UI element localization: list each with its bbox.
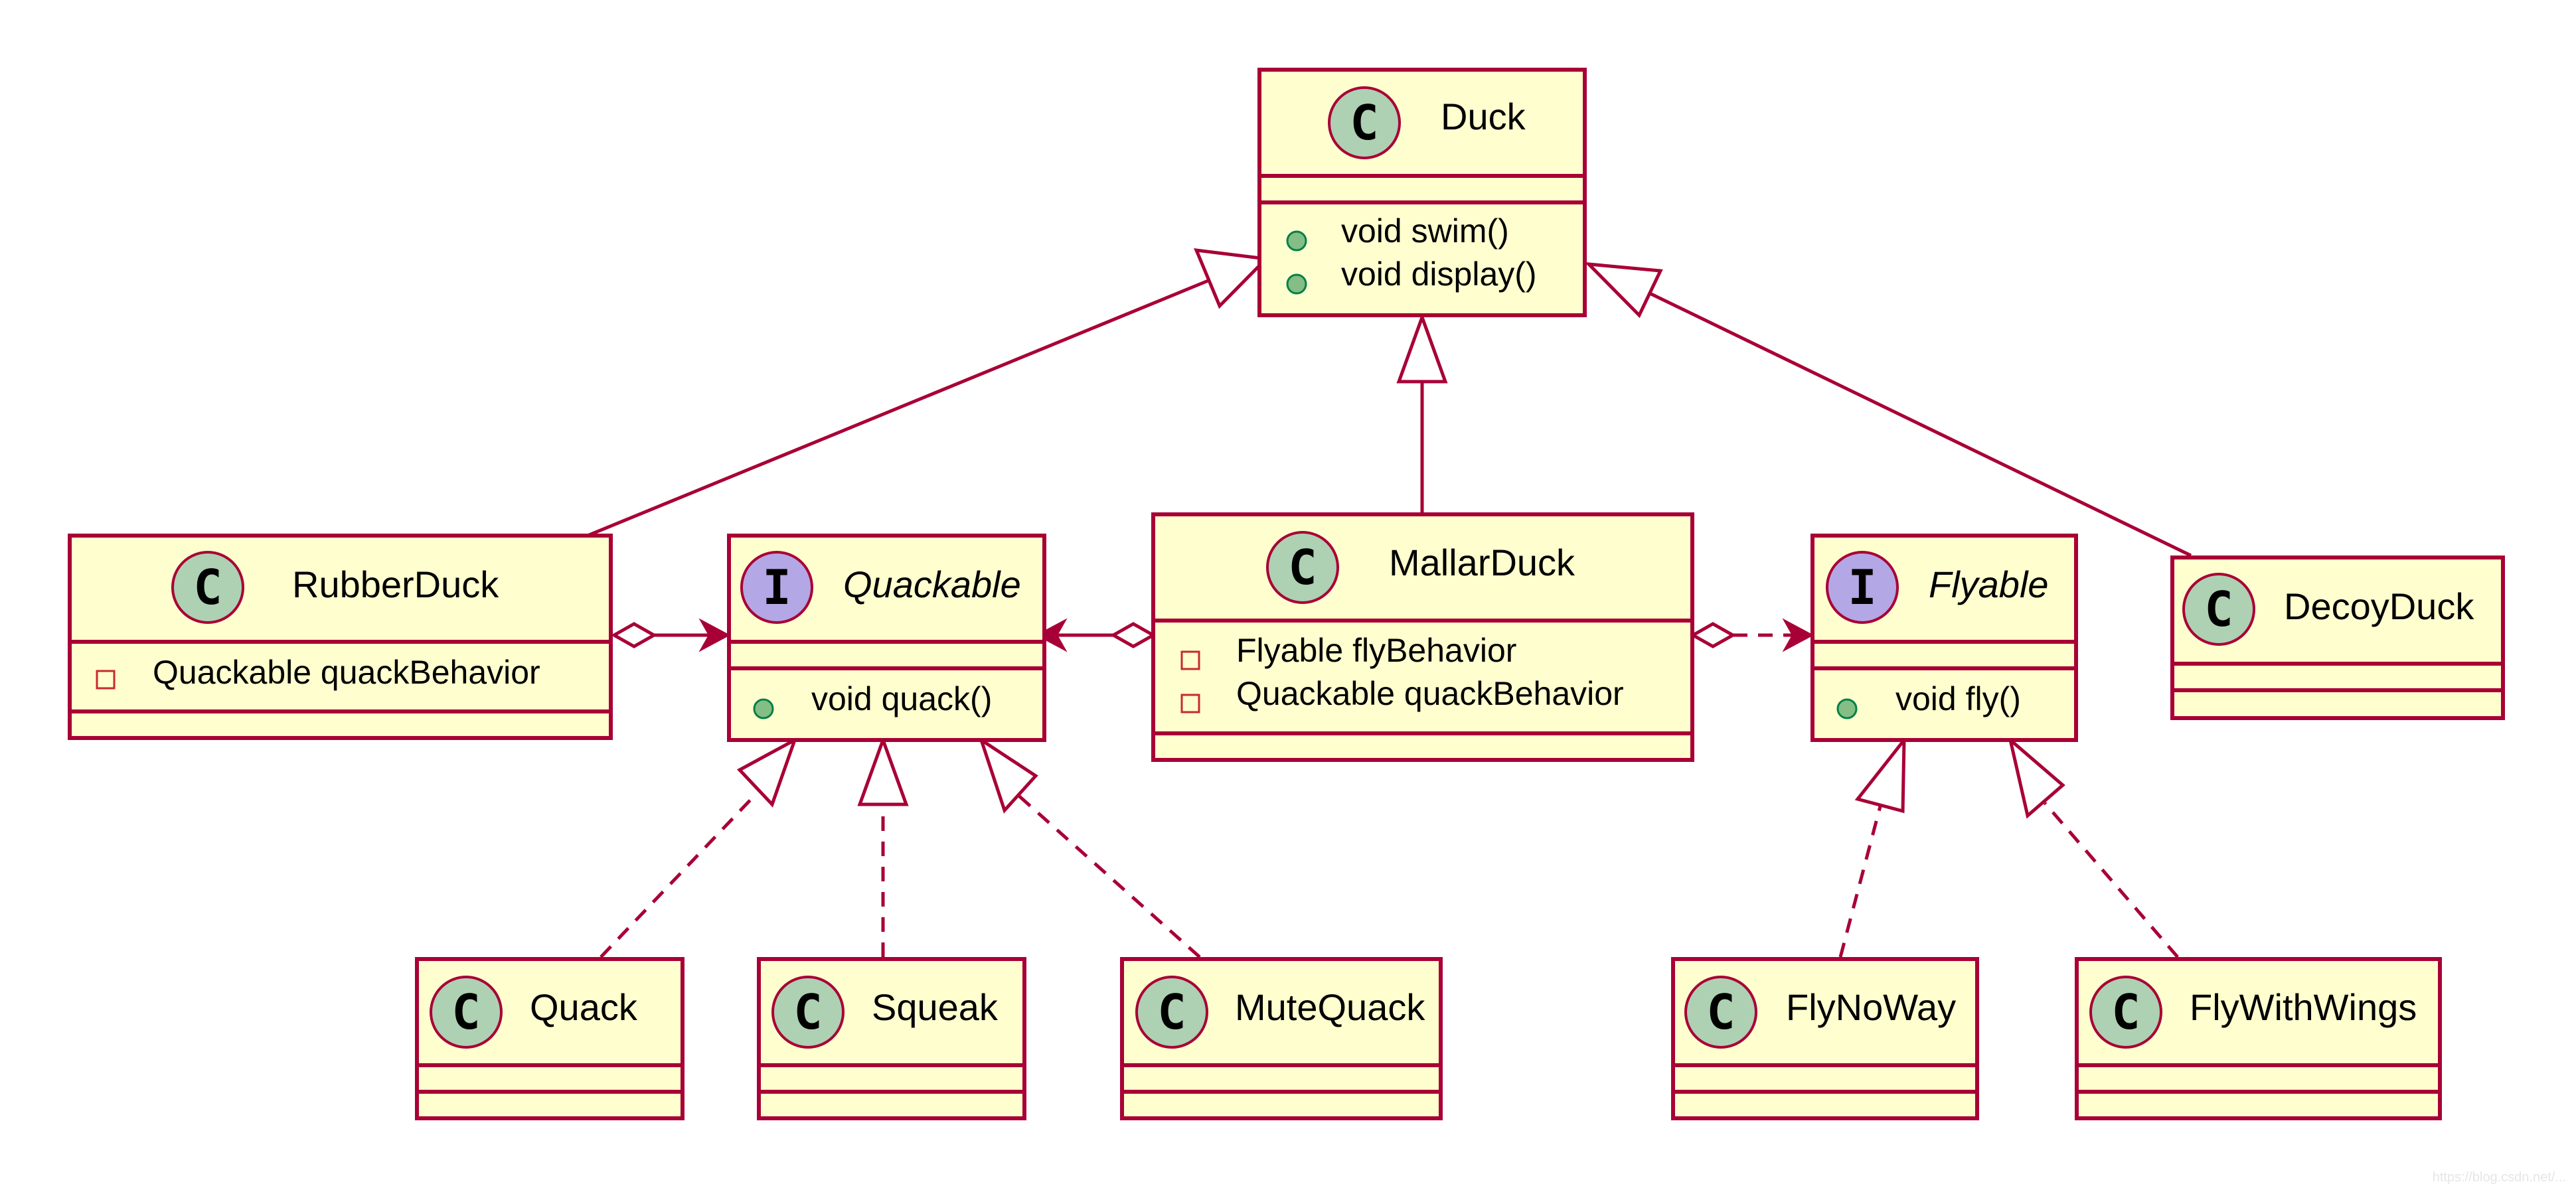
- aggregation-diamond-mallarduck-flyable: [1689, 622, 1737, 648]
- class-badge-letter: C: [1288, 540, 1317, 595]
- class-squeak[interactable]: C Squeak: [757, 957, 1026, 1120]
- class-badge-icon: [1266, 531, 1339, 604]
- edge-mutequack-quackable: [1014, 792, 1201, 958]
- private-member-icon: [1180, 694, 1200, 713]
- realization-arrow-squeak: [857, 735, 909, 806]
- class-name: DecoyDuck: [2284, 585, 2474, 627]
- interface-badge-icon: [1826, 551, 1899, 624]
- class-member: void quack(): [811, 680, 992, 717]
- edge-rubberduck-duck: [587, 278, 1210, 538]
- realization-arrow-flywithwings: [2007, 735, 2065, 819]
- private-member-icon: [96, 670, 116, 690]
- class-duck-box: [1257, 68, 1587, 317]
- class-badge-icon: [1328, 86, 1401, 159]
- class-badge-icon: [171, 551, 244, 624]
- arrowhead-quackable-left: [698, 618, 731, 652]
- class-name: FlyWithWings: [2190, 986, 2417, 1028]
- class-badge-letter: C: [451, 984, 480, 1040]
- class-decoyduck[interactable]: C DecoyDuck: [2170, 556, 2505, 720]
- class-mutequack[interactable]: C MuteQuack: [1120, 957, 1443, 1120]
- class-mallarduck[interactable]: C MallarDuck Flyable flyBehavior Quackab…: [1151, 512, 1694, 762]
- class-name: Duck: [1441, 96, 1526, 137]
- edge-quack-quackable: [600, 792, 758, 958]
- class-badge-icon: [771, 976, 845, 1049]
- class-name: MallarDuck: [1389, 542, 1575, 583]
- edge-decoyduck-duck: [1649, 291, 2192, 557]
- class-badge-letter: C: [1350, 95, 1378, 151]
- class-duck[interactable]: C Duck void swim() void display(): [1257, 68, 1587, 317]
- edge-decorations: [610, 248, 2065, 819]
- inheritance-arrow-decoyduck: [1584, 261, 1663, 319]
- class-flywithwings[interactable]: C FlyWithWings: [2075, 957, 2442, 1120]
- class-badge-letter: C: [1157, 984, 1186, 1040]
- class-badge-letter: C: [2204, 581, 2233, 637]
- interface-badge-letter: I: [1848, 559, 1876, 615]
- public-member-icon: [753, 698, 774, 719]
- realization-arrow-flynoway: [1854, 735, 1906, 814]
- class-badge-icon: [2089, 976, 2162, 1049]
- realization-arrow-quack: [736, 736, 798, 808]
- interface-name: Quackable: [843, 563, 1021, 605]
- class-name: Quack: [530, 986, 638, 1028]
- class-badge-letter: C: [1706, 984, 1735, 1040]
- class-member: Quackable quackBehavior: [153, 654, 540, 691]
- edges: [587, 278, 2192, 958]
- class-member: void swim(): [1341, 212, 1509, 250]
- arrowhead-flyable: [1782, 618, 1814, 652]
- class-badge-icon: [1135, 976, 1208, 1049]
- class-name: RubberDuck: [292, 563, 499, 605]
- class-badge-icon: [1684, 976, 1757, 1049]
- class-name: MuteQuack: [1235, 986, 1425, 1028]
- class-mallarduck-box: [1151, 512, 1694, 762]
- edge-flywithwings-flyable: [2044, 802, 2179, 958]
- class-member: Flyable flyBehavior: [1236, 632, 1516, 669]
- class-name: FlyNoWay: [1786, 986, 1956, 1028]
- class-member: Quackable quackBehavior: [1236, 675, 1624, 712]
- private-member-icon: [1180, 650, 1200, 670]
- class-name: Squeak: [872, 986, 999, 1028]
- class-badge-letter: C: [193, 559, 222, 615]
- watermark: https://blog.csdn.net/...: [2433, 1170, 2566, 1185]
- class-member: void display(): [1341, 256, 1537, 293]
- interface-badge-letter: I: [762, 559, 791, 615]
- inheritance-arrow-rubberduck: [1194, 248, 1270, 309]
- aggregation-diamond-mallarduck-quackable: [1109, 622, 1157, 648]
- class-quack[interactable]: C Quack: [415, 957, 684, 1120]
- edge-flynoway-flyable: [1838, 806, 1882, 958]
- aggregation-diamond-rubberduck: [610, 622, 658, 648]
- inheritance-arrow-mallarduck: [1396, 312, 1448, 384]
- class-badge-letter: C: [793, 984, 822, 1040]
- class-rubberduck[interactable]: C RubberDuck Quackable quackBehavior: [68, 534, 613, 740]
- arrowhead-quackable-right: [1035, 618, 1068, 652]
- interface-badge-icon: [740, 551, 813, 624]
- class-member: void fly(): [1895, 680, 2021, 717]
- public-member-icon: [1836, 698, 1858, 719]
- interface-name: Flyable: [1929, 563, 2049, 605]
- interface-quackable[interactable]: I Quackable void quack(): [727, 534, 1046, 742]
- class-badge-icon: [430, 976, 503, 1049]
- public-member-icon: [1286, 230, 1307, 252]
- interface-flyable[interactable]: I Flyable void fly(): [1811, 534, 2078, 742]
- realization-arrow-mutequack: [978, 735, 1038, 814]
- class-rubberduck-box: [68, 534, 613, 740]
- public-member-icon: [1286, 273, 1307, 295]
- class-flynoway[interactable]: C FlyNoWay: [1671, 957, 1979, 1120]
- class-badge-letter: C: [2111, 984, 2140, 1040]
- class-badge-icon: [2182, 573, 2255, 646]
